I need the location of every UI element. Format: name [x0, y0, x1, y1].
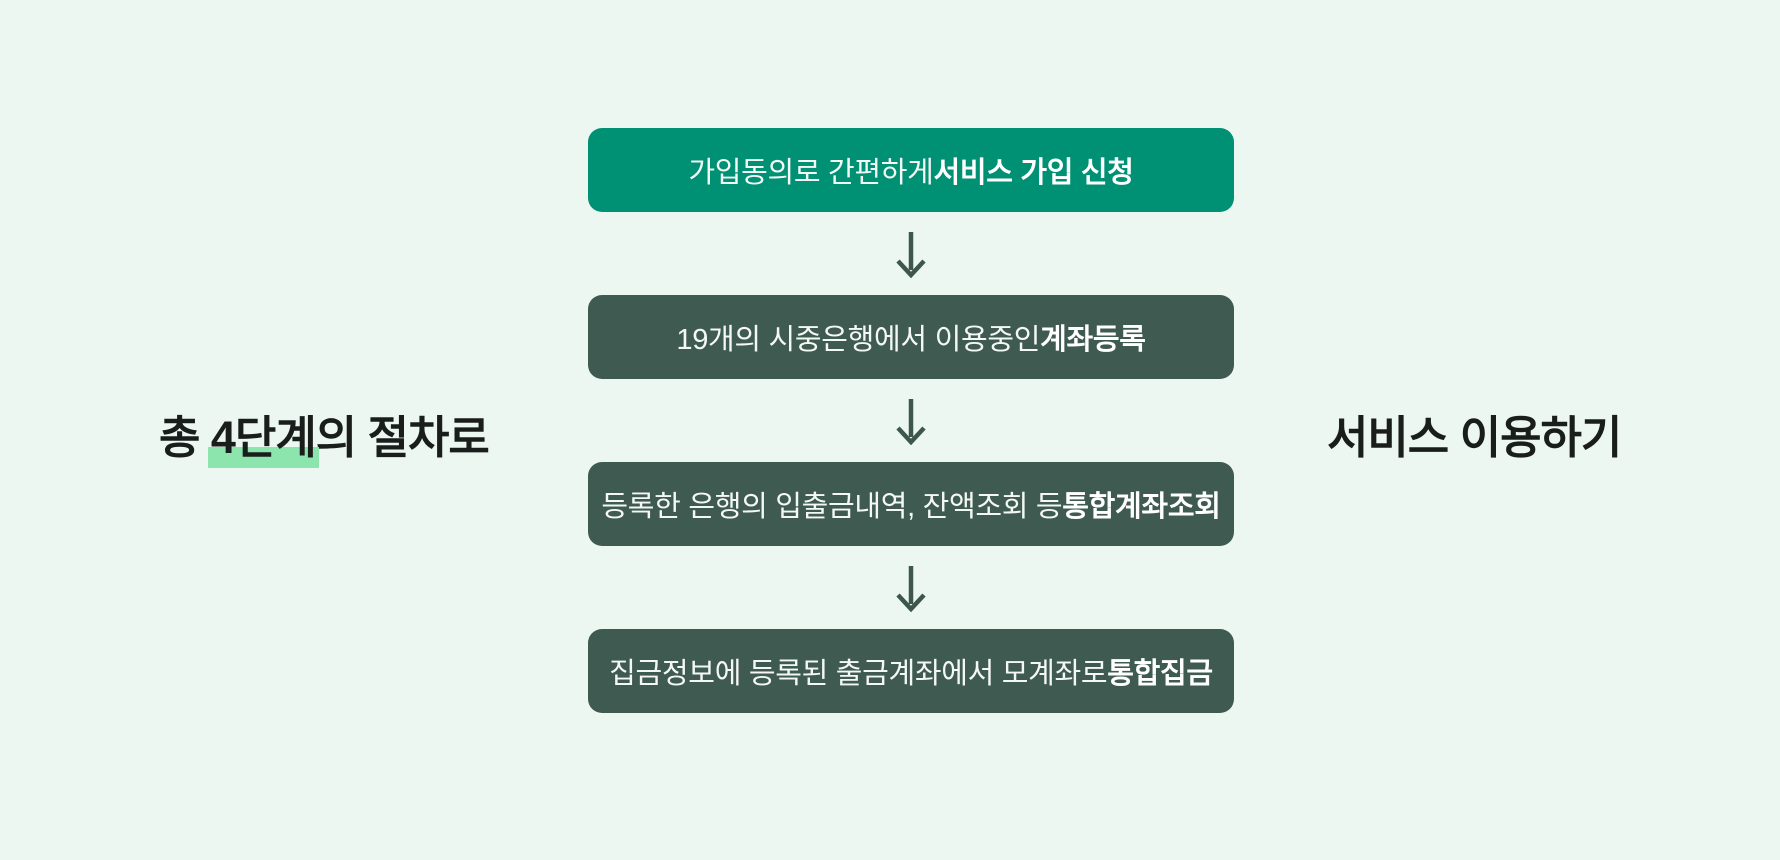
step-text-bold: 계좌등록 [1040, 324, 1146, 356]
highlighted-step-count: 4단계 [210, 412, 317, 463]
step-text-bold: 통합집금 [1107, 658, 1213, 690]
headline-total-steps: 총 4단계의 절차로 [159, 409, 490, 467]
step-flow: 가입동의로 간편하게 서비스 가입 신청 19개의 시중은행에서 이용중인 계좌… [588, 128, 1234, 713]
headline-use-service: 서비스 이용하기 [1327, 412, 1622, 463]
headline-suffix: 의 절차로 [315, 412, 490, 463]
step-text: 등록한 은행의 입출금내역, 잔액조회 등 [601, 491, 1063, 523]
step-text-bold: 서비스 가입 신청 [933, 157, 1134, 189]
step-text-bold: 통합계좌조회 [1062, 491, 1221, 523]
flow-arrow-2 [891, 379, 931, 462]
step-text: 집금정보에 등록된 출금계좌에서 모계좌로 [609, 658, 1108, 690]
step-box-signup: 가입동의로 간편하게 서비스 가입 신청 [588, 128, 1234, 212]
step-box-account-register: 19개의 시중은행에서 이용중인 계좌등록 [588, 295, 1234, 379]
arrow-down-icon [891, 230, 931, 278]
step-box-integrated-collection: 집금정보에 등록된 출금계좌에서 모계좌로 통합집금 [588, 629, 1234, 713]
arrow-down-icon [891, 564, 931, 612]
step-text: 가입동의로 간편하게 [688, 157, 934, 189]
arrow-down-icon [891, 397, 931, 445]
flow-arrow-3 [891, 546, 931, 629]
headline-prefix: 총 [159, 412, 211, 463]
step-text: 19개의 시중은행에서 이용중인 [676, 324, 1041, 356]
flow-arrow-1 [891, 212, 931, 295]
step-box-integrated-inquiry: 등록한 은행의 입출금내역, 잔액조회 등 통합계좌조회 [588, 462, 1234, 546]
